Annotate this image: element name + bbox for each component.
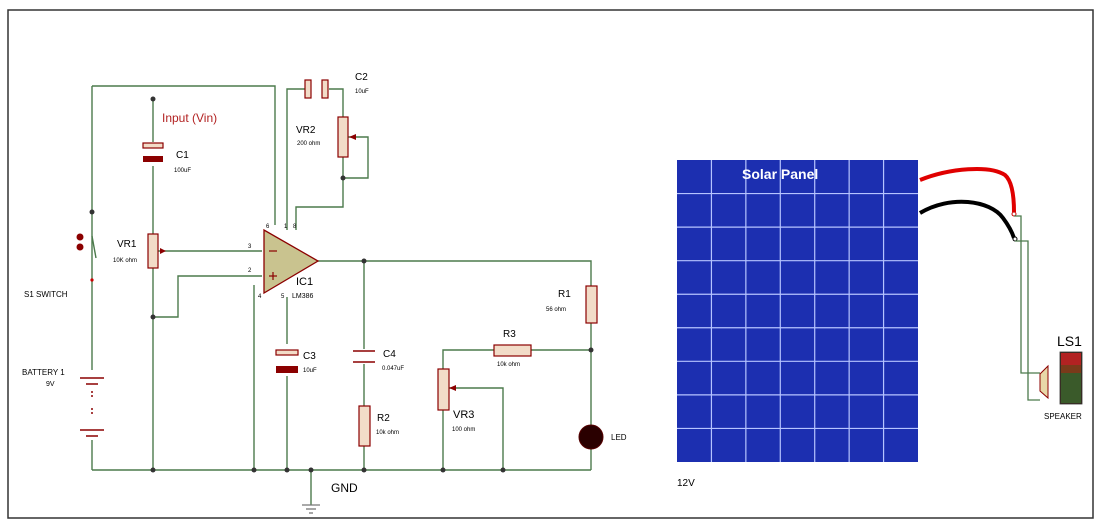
speaker-symbol	[1039, 351, 1083, 405]
pin1-label: 1	[284, 224, 288, 230]
led-label: LED	[611, 433, 627, 442]
input-label: Input (Vin)	[162, 111, 217, 125]
c2-label: C2	[355, 72, 368, 83]
c4-value: 0.047uF	[382, 366, 404, 372]
ic1-value: LM386	[292, 293, 314, 300]
r2-label: R2	[377, 413, 390, 424]
speaker-wires	[1014, 215, 1040, 401]
ground-symbol	[302, 504, 320, 514]
ic1-label: IC1	[296, 276, 313, 288]
solar-panel-label: Solar Panel	[742, 166, 818, 182]
r1-value: 56 ohm	[546, 307, 566, 313]
pin2-label: 2	[248, 268, 252, 274]
c3-label: C3	[303, 351, 316, 362]
resistor-r1	[585, 285, 598, 324]
black-wire	[918, 199, 1016, 239]
battery-symbol	[80, 370, 104, 440]
voltage-label: 12V	[677, 478, 695, 489]
c3-value: 10uF	[303, 368, 317, 374]
resistor-r2	[358, 405, 371, 447]
pin3-label: 3	[248, 244, 252, 250]
battery-name-label: BATTERY 1	[22, 368, 65, 377]
speaker-label: SPEAKER	[1044, 412, 1082, 421]
resistor-r3	[493, 344, 532, 357]
r3-value: 10k ohm	[497, 362, 520, 368]
opamp-ic1	[263, 228, 320, 295]
battery-value-label: 9V	[46, 381, 55, 388]
switch-label: S1 SWITCH	[24, 290, 68, 299]
vr3-label: VR3	[453, 409, 474, 421]
vr1-label: VR1	[117, 239, 137, 250]
r1-label: R1	[558, 289, 571, 300]
c1-value: 100uF	[174, 168, 191, 174]
switch-symbol	[76, 233, 97, 282]
pin6-label: 6	[266, 224, 270, 230]
gnd-label: GND	[331, 481, 358, 495]
red-wire	[919, 166, 1016, 213]
pin8-label: 8	[293, 224, 297, 230]
r2-value: 10k ohm	[376, 430, 399, 436]
vr3-value: 100 ohm	[452, 427, 475, 433]
capacitor-c4	[353, 350, 375, 363]
potentiometer-vr3	[437, 368, 456, 411]
vr1-value: 10K ohm	[113, 258, 137, 264]
c2-value: 10uF	[355, 89, 369, 95]
capacitor-c1	[142, 142, 164, 162]
vr2-label: VR2	[296, 125, 316, 136]
vr2-value: 200 ohm	[297, 141, 320, 147]
potentiometer-vr2	[337, 116, 356, 158]
potentiometer-vr1	[147, 233, 166, 269]
capacitor-c3	[275, 349, 299, 373]
led-symbol	[578, 424, 604, 450]
pin4-label: 4	[258, 294, 262, 300]
solar-panel-grid	[677, 160, 918, 462]
c1-label: C1	[176, 150, 189, 161]
circuit-labels: Input (Vin) S1 SWITCH BATTERY 1 9V C1 10…	[22, 72, 627, 495]
solar-panel-body	[677, 160, 918, 462]
pin5-label: 5	[281, 294, 285, 300]
solar-panel: Solar Panel	[677, 160, 918, 462]
junction-dots	[89, 96, 594, 473]
c4-label: C4	[383, 349, 396, 360]
r3-label: R3	[503, 329, 516, 340]
ls1-label: LS1	[1057, 333, 1082, 349]
capacitor-c2	[304, 79, 329, 99]
